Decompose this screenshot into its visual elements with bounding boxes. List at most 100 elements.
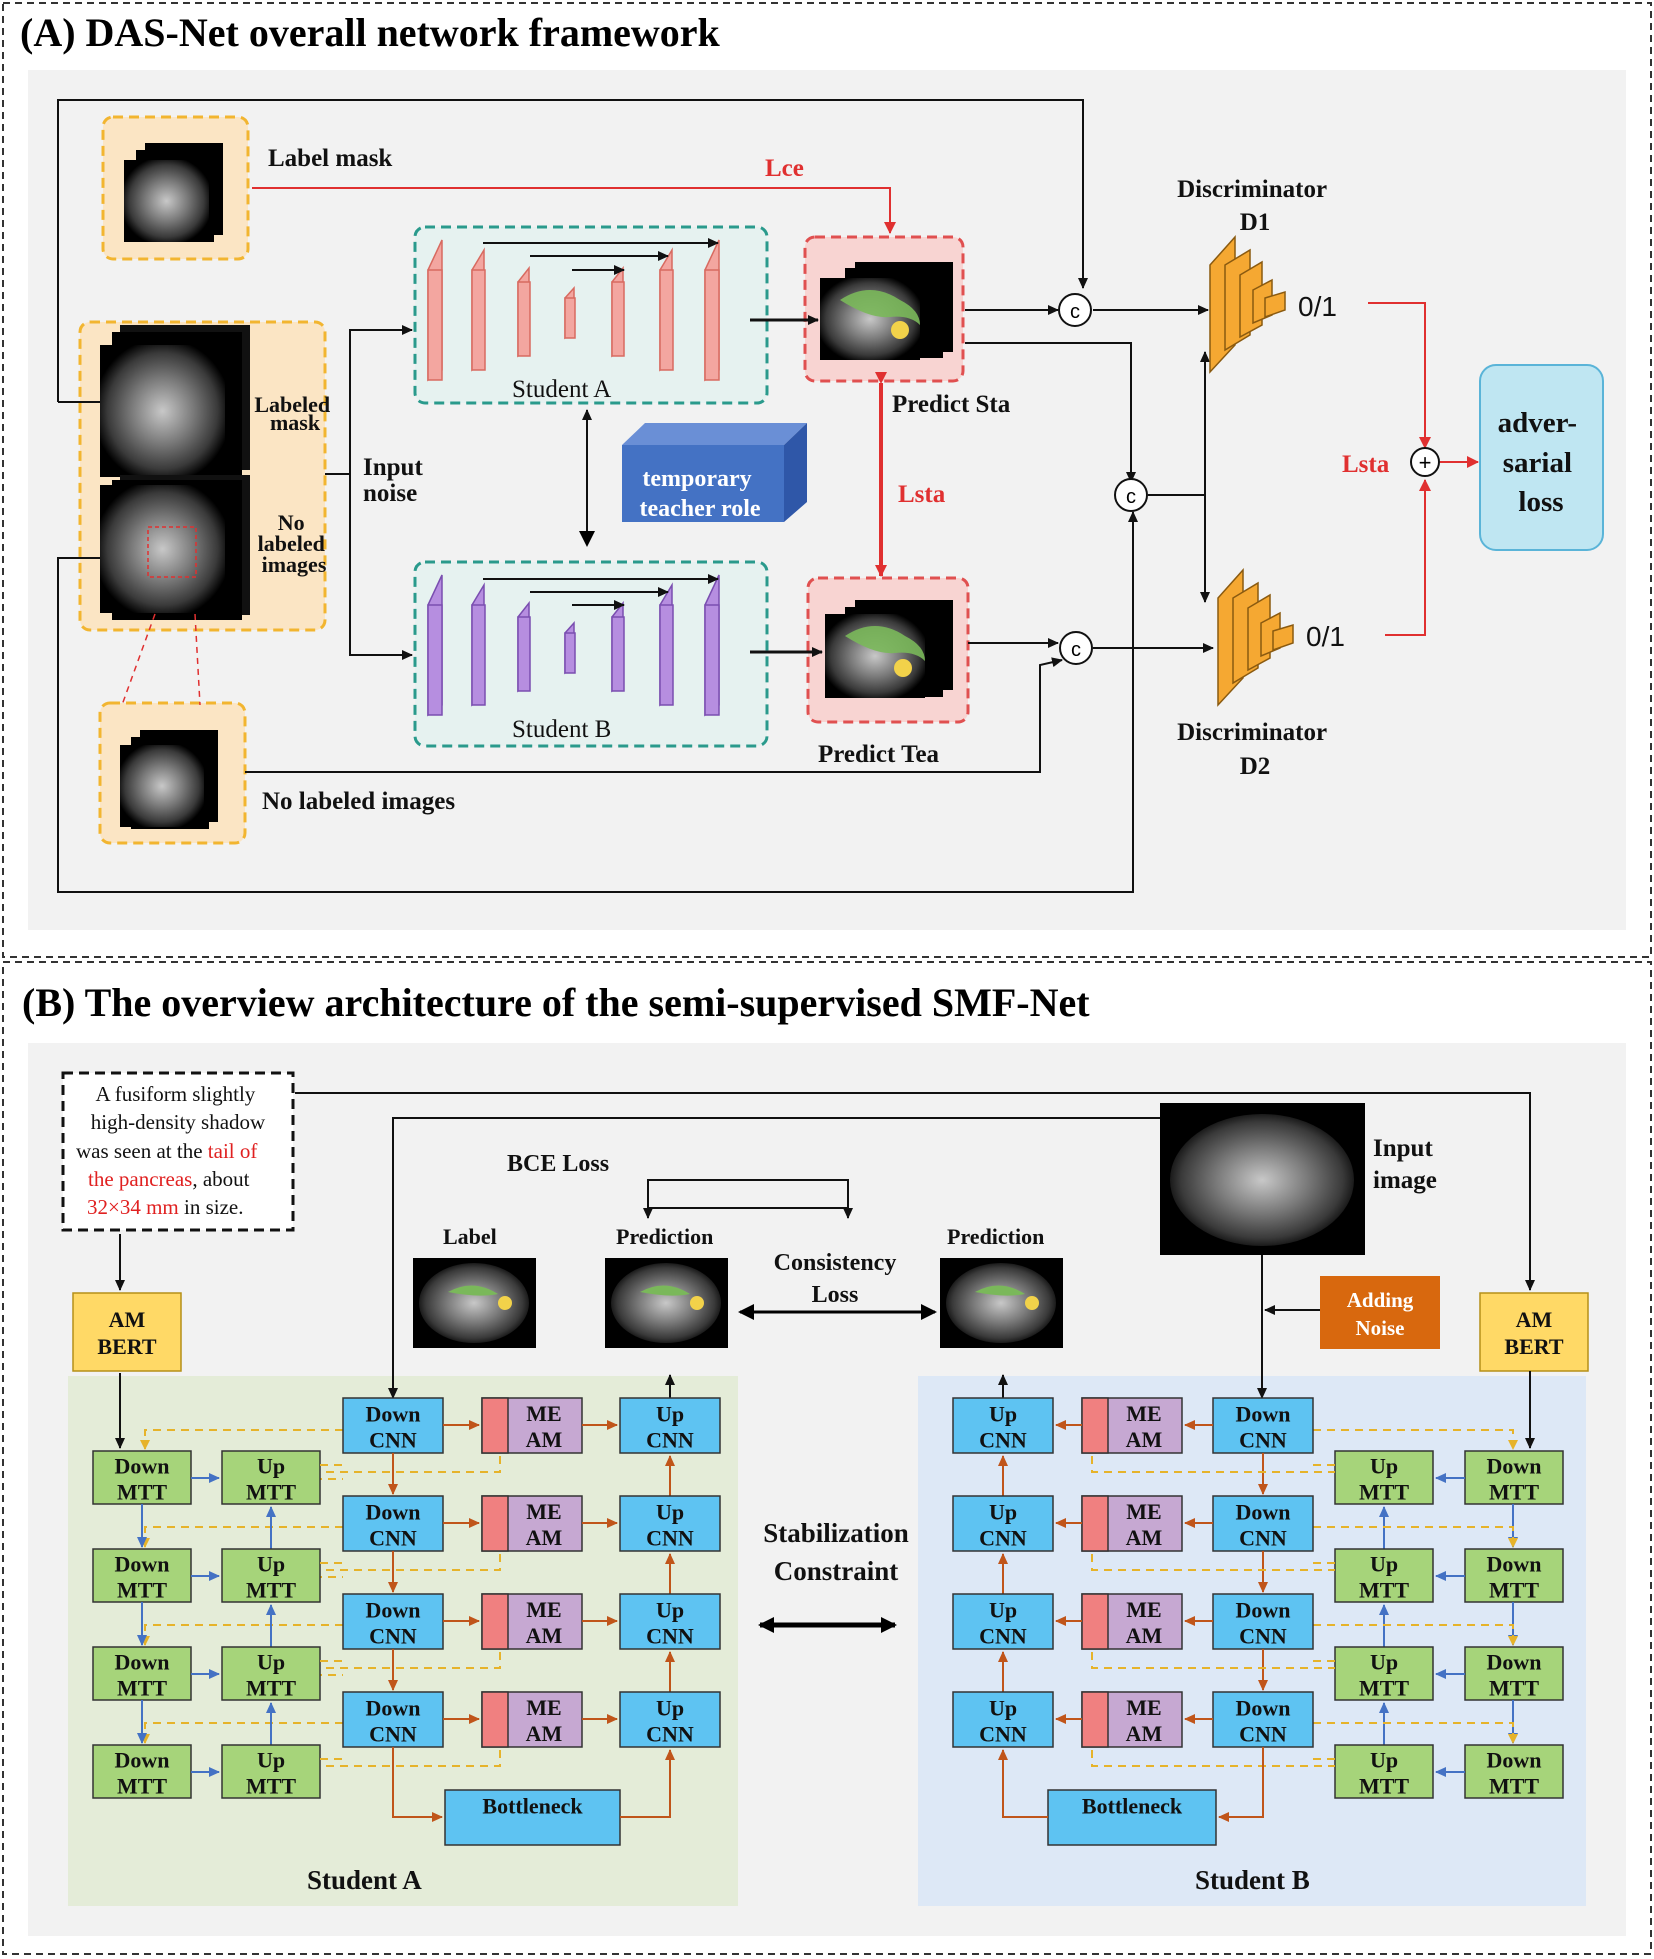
panel-a-title: (A) DAS-Net overall network framework — [20, 10, 721, 55]
text-report: A fusiform slightly high-density shadow — [91, 1082, 266, 1134]
adversarial-arrows — [1368, 302, 1431, 636]
labeled-image-stack — [100, 325, 250, 477]
discriminator-d2-shape — [1217, 568, 1294, 707]
student-a-skip-arrows — [483, 238, 719, 275]
am-bert-left — [72, 1292, 182, 1372]
b-bottleneck: Bottleneck — [1047, 1789, 1217, 1846]
label-mask-image — [124, 143, 223, 242]
bce-loss-label: BCE Loss — [507, 1151, 609, 1177]
adversarial-loss-label: adver- sarial loss — [1498, 407, 1585, 518]
text-report-line4: the pancreas, about — [88, 1167, 250, 1191]
am-bert-right — [1479, 1292, 1589, 1372]
student-a-title: Student A — [307, 1865, 422, 1895]
concat-node-1: c — [1058, 293, 1092, 327]
text-report-line5: 32×34 mm in size. — [87, 1195, 244, 1219]
zoom-line-left — [121, 613, 156, 706]
student-b-title: Student B — [1195, 1865, 1310, 1895]
temporary-teacher-label: temporary teacher role — [639, 466, 760, 522]
no-labeled-images-label: No labeled images — [262, 788, 455, 815]
bce-arrow-left — [643, 1179, 848, 1219]
discriminator-d1-shape — [1209, 235, 1286, 374]
panel-b-flow-lines — [115, 1092, 1535, 1449]
discriminator-d2-label: Discriminator D2 — [1177, 719, 1333, 780]
svg-text:+: + — [1419, 450, 1432, 475]
student-a-box — [413, 225, 769, 405]
student-a-unet — [427, 239, 720, 382]
prediction-caption-left: Prediction — [616, 1224, 713, 1249]
text-report-box — [61, 1071, 295, 1232]
a-bottleneck: Bottleneck — [444, 1789, 621, 1846]
input-noise-label: Input noise — [363, 454, 429, 507]
lce-arrow — [252, 187, 896, 234]
zoom-line-right — [194, 613, 201, 706]
student-b-label: Student B — [512, 716, 611, 743]
lsta-label: Lsta — [898, 481, 946, 508]
input-image — [1160, 1103, 1365, 1255]
text-report-line3: was seen at the tail of — [76, 1139, 257, 1163]
predict-tea-image — [825, 600, 953, 698]
adversarial-loss-box — [1479, 364, 1604, 551]
label-caption: Label — [443, 1224, 497, 1249]
label-image — [413, 1258, 536, 1348]
no-labeled-images-stack-label: No labeled images — [258, 510, 331, 577]
label-mask-label: Label mask — [268, 145, 392, 172]
prediction-image-right — [940, 1258, 1063, 1348]
svg-text:c: c — [1126, 486, 1136, 508]
